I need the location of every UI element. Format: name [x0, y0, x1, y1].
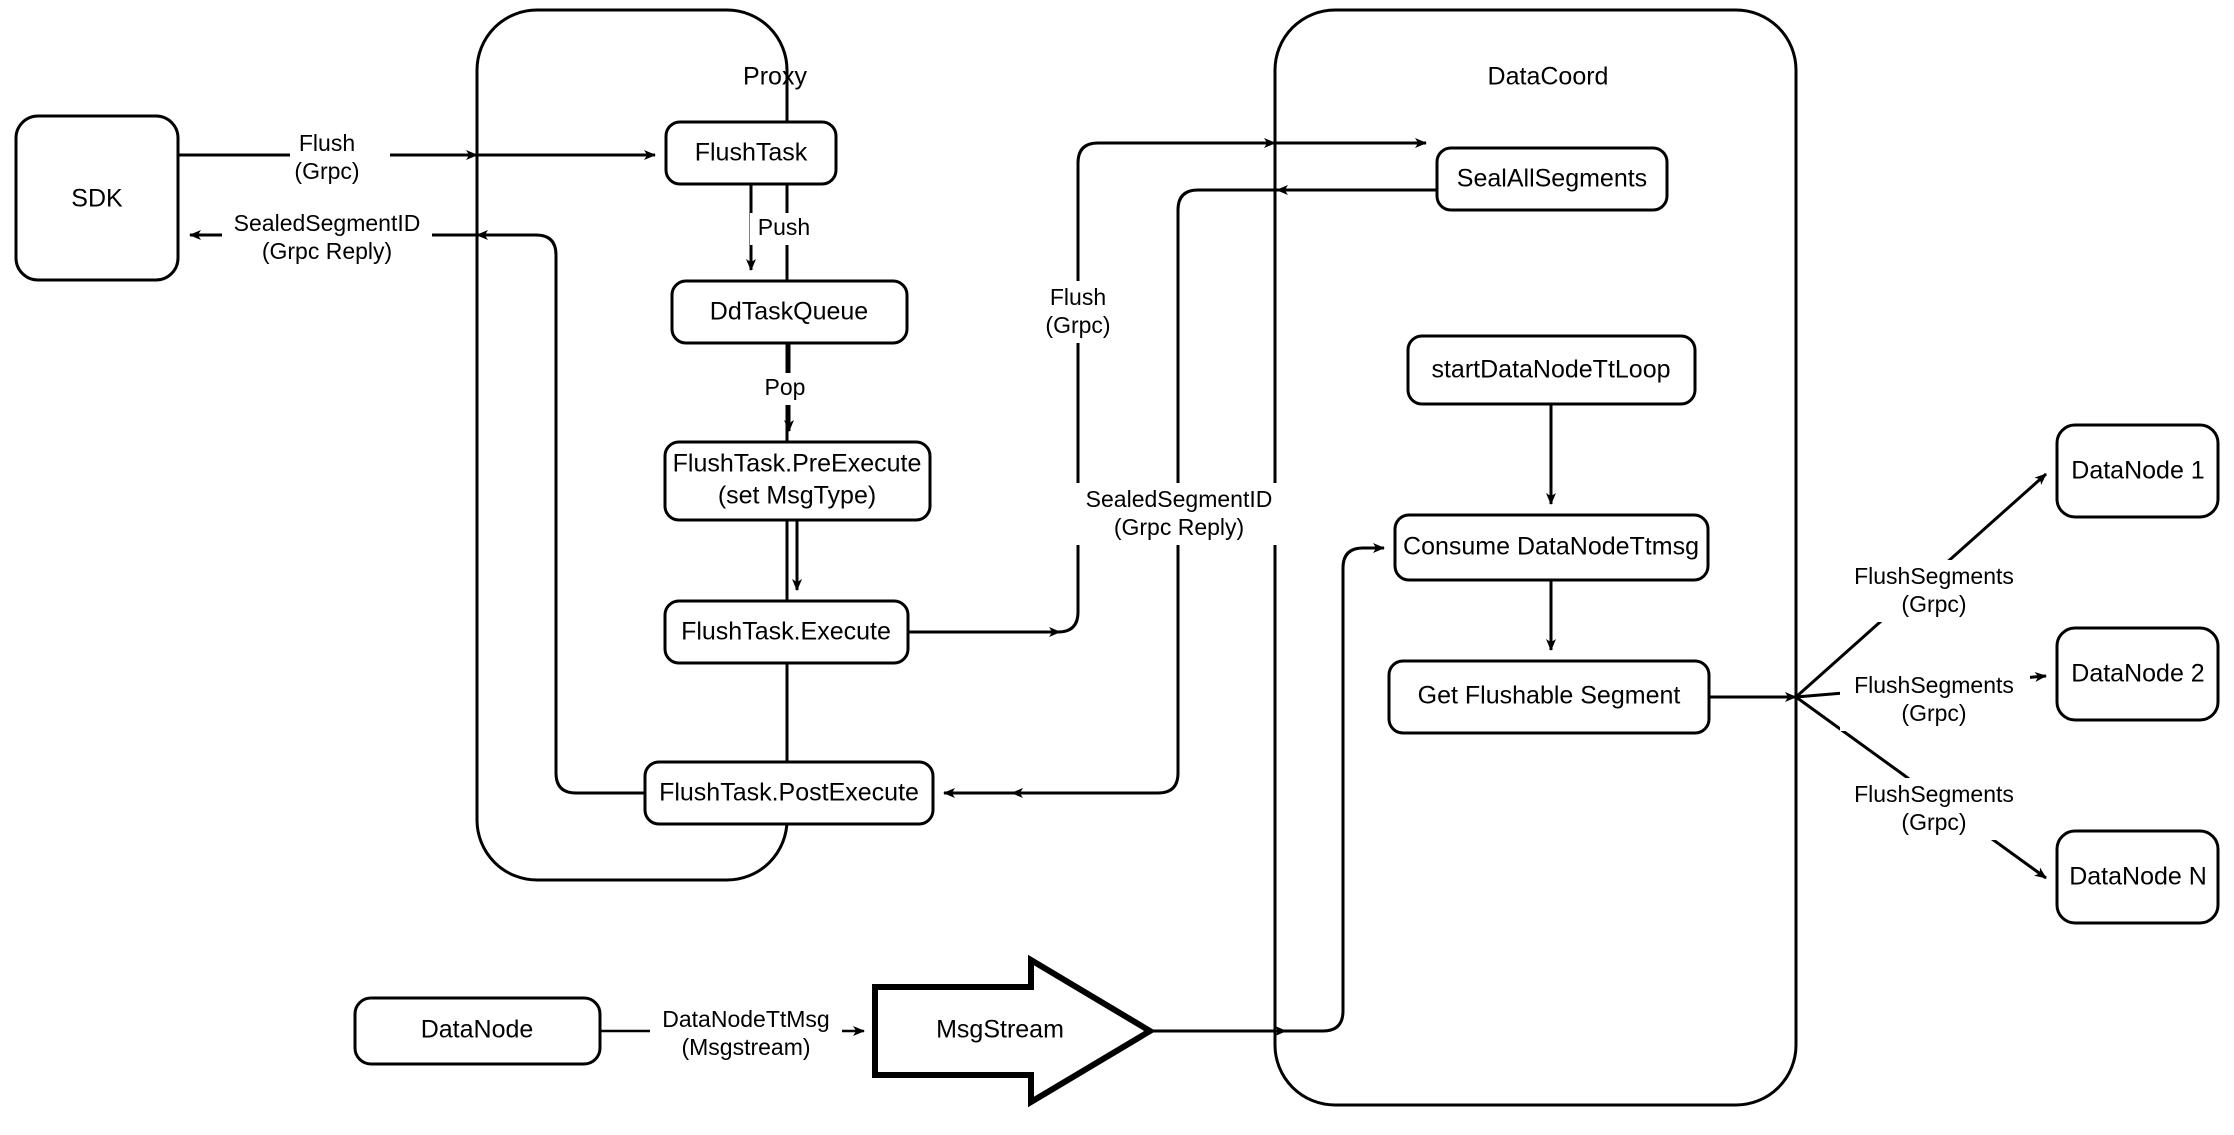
edge-label-proxy-to-sdk-line1: SealedSegmentID	[234, 210, 421, 236]
node-consume-datanode-ttmsg[interactable]	[1393, 513, 1710, 582]
node-msgstream[interactable]	[872, 954, 1156, 1108]
node-flush-task-label: FlushTask	[695, 139, 808, 167]
edge-label-bg-datanode-ttmsg	[650, 1003, 842, 1065]
edge-execute-to-datacoord	[908, 138, 1427, 634]
node-sdk-label: SDK	[71, 185, 123, 213]
edge-label-bg-flush-grpc-trunk	[1030, 281, 1128, 343]
edge-label-bg-sealed-segment-id-trunk	[1073, 483, 1285, 545]
node-msgstream-label: MsgStream	[936, 1016, 1064, 1044]
edge-label-proxy-to-sdk-line2: (Grpc Reply)	[262, 238, 392, 264]
group-proxy-label: Proxy	[743, 63, 807, 91]
edge-label-execute-to-datacoord-line2: (Grpc)	[1045, 312, 1110, 338]
node-flushtask-preexecute-label-line1: FlushTask.PreExecute	[673, 450, 922, 478]
edge-label-sdk-to-proxy-line1: Flush	[299, 130, 355, 156]
edge-label-datanode-to-msgstream-line2: (Msgstream)	[681, 1034, 810, 1060]
node-flushtask-postexecute[interactable]	[643, 760, 935, 826]
group-datacoord-label: DataCoord	[1488, 63, 1609, 91]
node-seal-all-segments-label: SealAllSegments	[1457, 165, 1647, 193]
edge-label-bg-push	[750, 213, 818, 245]
node-seal-all-segments[interactable]	[1435, 146, 1669, 212]
edge-label-pop: Pop	[765, 374, 806, 400]
edge-label-bg-flushsegments-n	[1840, 778, 2030, 840]
node-start-datanode-tt-loop-label: startDataNodeTtLoop	[1431, 356, 1670, 384]
edge-label-flush-dn2-line2: (Grpc)	[1901, 700, 1966, 726]
node-flushtask-execute[interactable]	[663, 599, 910, 665]
node-flushtask-preexecute-label-line2: (set MsgType)	[718, 482, 876, 510]
edge-label-flush-dn1-line1: FlushSegments	[1854, 563, 2014, 589]
edge-label-sdk-to-proxy-line2: (Grpc)	[294, 158, 359, 184]
edge-label-flush-dnN-line1: FlushSegments	[1854, 781, 2014, 807]
node-flushtask-preexecute[interactable]	[663, 440, 932, 522]
node-consume-datanode-ttmsg-label: Consume DataNodeTtmsg	[1403, 533, 1699, 561]
node-flush-task[interactable]	[664, 120, 838, 186]
node-dd-task-queue-label: DdTaskQueue	[710, 298, 868, 326]
edge-label-bg-flushsegments-1	[1840, 560, 2030, 622]
node-datanode-2-label: DataNode 2	[2071, 660, 2204, 688]
edge-label-flush-dn1-line2: (Grpc)	[1901, 591, 1966, 617]
node-datanode-2[interactable]	[2055, 626, 2220, 722]
node-datanode-n-label: DataNode N	[2069, 863, 2207, 891]
node-get-flushable-segment[interactable]	[1387, 659, 1711, 735]
node-datanode-1[interactable]	[2055, 423, 2220, 519]
edge-label-flush-dnN-line2: (Grpc)	[1901, 809, 1966, 835]
edge-label-datacoord-to-post-line1: SealedSegmentID	[1086, 486, 1273, 512]
group-datacoord	[1273, 8, 1798, 1107]
node-sdk[interactable]	[14, 114, 180, 282]
edge-label-execute-to-datacoord-line1: Flush	[1050, 284, 1106, 310]
edge-label-bg-flush-grpc	[290, 127, 390, 189]
edge-datacoord-ttmsg-route	[1286, 543, 1385, 1033]
edge-proxy-to-sdk	[189, 230, 645, 795]
edge-label-bg-sealed-segment-id	[222, 207, 432, 269]
node-datanode-source[interactable]	[353, 996, 602, 1066]
node-datanode-n[interactable]	[2055, 829, 2220, 925]
node-flushtask-postexecute-label: FlushTask.PostExecute	[659, 779, 919, 807]
edge-label-push: Push	[758, 214, 810, 240]
node-datanode-source-label: DataNode	[421, 1016, 534, 1044]
node-get-flushable-segment-label: Get Flushable Segment	[1418, 682, 1681, 710]
edge-label-bg-flushsegments-2	[1840, 669, 2030, 731]
node-start-datanode-tt-loop[interactable]	[1406, 334, 1697, 406]
node-dd-task-queue[interactable]	[670, 279, 909, 345]
node-flushtask-execute-label: FlushTask.Execute	[681, 618, 891, 646]
edge-label-datanode-to-msgstream-line1: DataNodeTtMsg	[662, 1006, 829, 1032]
edge-label-bg-pop	[755, 373, 815, 405]
node-datanode-1-label: DataNode 1	[2071, 457, 2204, 485]
edge-label-datacoord-to-post-line2: (Grpc Reply)	[1114, 514, 1244, 540]
edge-label-flush-dn2-line1: FlushSegments	[1854, 672, 2014, 698]
